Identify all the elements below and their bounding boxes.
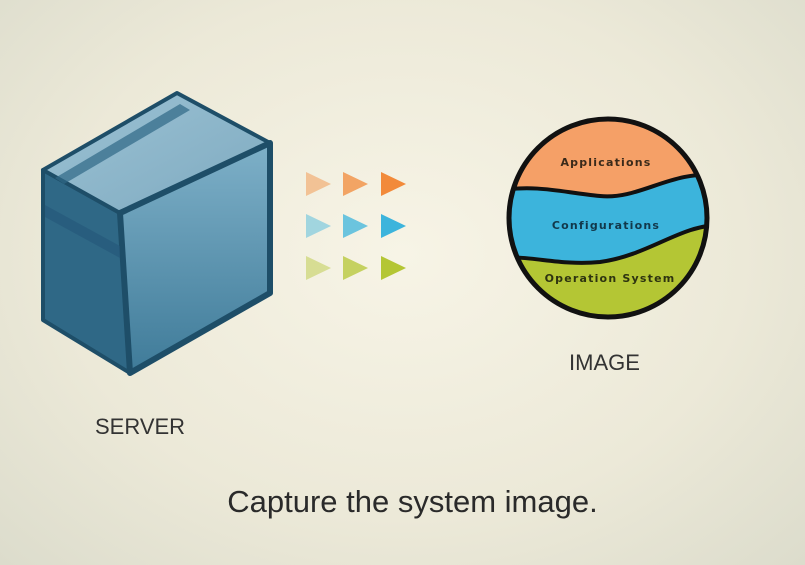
layer-operation-system: Operation System xyxy=(545,272,676,285)
image-label: IMAGE xyxy=(569,350,640,375)
caption: Capture the system image. xyxy=(227,484,598,519)
layer-applications: Applications xyxy=(560,156,651,169)
server-label: SERVER xyxy=(95,414,186,439)
arrow-icon xyxy=(306,214,406,238)
arrow-icon xyxy=(306,172,406,196)
server-icon xyxy=(41,91,273,376)
arrow-icon xyxy=(306,256,406,280)
layer-configurations: Configurations xyxy=(552,219,660,232)
transfer-arrows xyxy=(306,172,406,280)
